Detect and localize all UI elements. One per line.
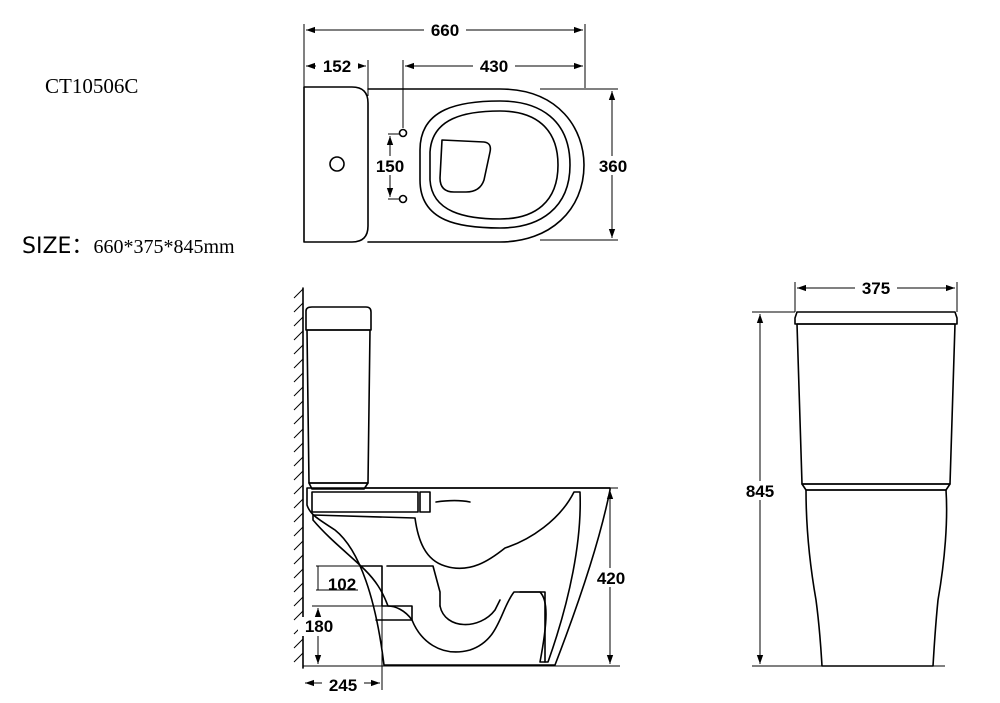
dim-front-width: 375 [862,279,890,298]
bowl-front [805,489,948,667]
dim-front-height: 845 [746,482,774,501]
size-value: 660*375*845mm [93,236,235,258]
dim-top-tank-depth: 152 [323,57,351,76]
seat-ring-inner [429,110,559,220]
dimension-152: 152 [306,56,366,76]
dim-top-width: 360 [599,157,627,176]
size-spec: SIZE：660*375*845mm [22,228,235,260]
dim-top-seat-length: 430 [480,57,508,76]
seat-ring-outer [419,100,571,229]
fixing-hole-icon [398,194,408,204]
seat-outline [367,88,585,243]
dimension-420: 420 [560,487,632,664]
dim-side-seat-height: 420 [597,569,625,588]
size-label: SIZE： [22,234,94,259]
trapway [386,565,441,607]
model-code: CT10506C [45,74,139,98]
tank-base-front [801,483,951,491]
fixing-hole-icon [398,128,408,138]
dimension-150: 150 [369,133,411,200]
dimension-360: 360 [592,91,634,238]
bowl-opening [439,139,492,193]
rim-channel [311,491,419,513]
dimension-102: 102 [316,565,360,594]
dimension-180: 180 [298,605,382,664]
dim-side-pipe-offset: 102 [328,575,356,594]
tank-body-front [796,323,956,485]
front-view: 375 845 [739,278,958,667]
dim-top-fixing-spacing: 150 [376,157,404,176]
dimension-845: 845 [739,311,820,667]
bowl-body-outline [306,487,611,666]
tank-base-side [308,482,369,490]
tank-body-side [306,329,371,484]
tank-lid-side [305,306,372,331]
dim-side-outlet-height: 180 [305,617,333,636]
wall-hatching [293,288,304,663]
flush-jet [435,499,471,503]
dimension-245: 245 [305,606,383,695]
outlet-pipe [359,565,413,621]
dimension-430: 430 [405,56,583,76]
dimension-375: 375 [794,278,958,312]
dim-side-wall-to-outlet: 245 [329,676,357,695]
top-view: 660 152 430 360 150 [303,20,634,243]
side-view: 420 102 180 245 [293,287,632,695]
dim-top-overall-length: 660 [431,21,459,40]
dimension-660: 660 [306,20,583,40]
tank-top-outline [303,86,369,243]
flush-button-icon [329,156,345,172]
tank-lid-front [794,311,958,325]
